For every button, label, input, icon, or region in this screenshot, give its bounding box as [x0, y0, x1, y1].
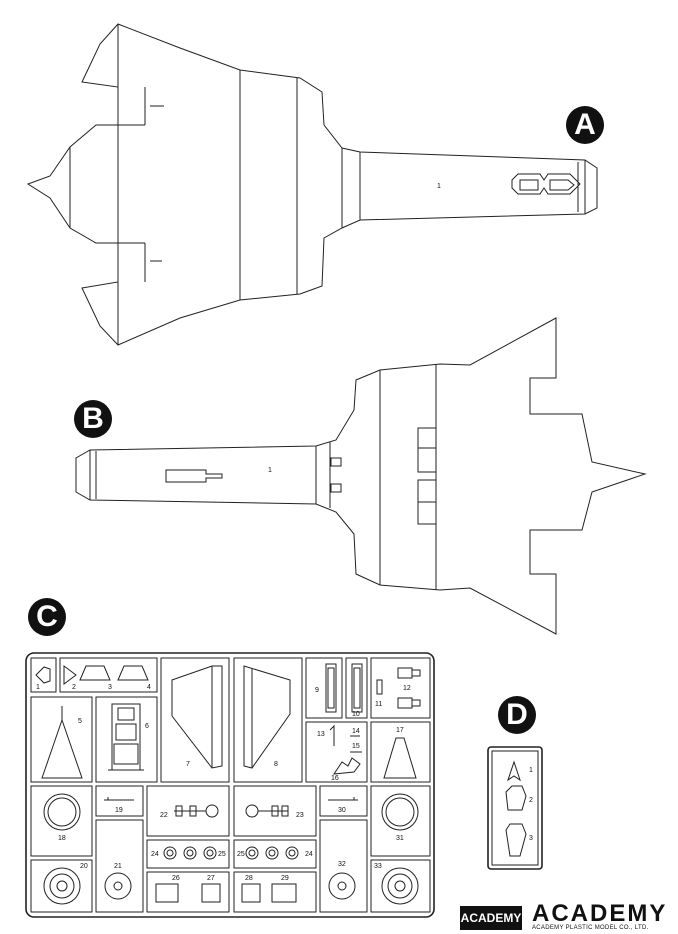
section-c-badge: C [28, 598, 66, 636]
section-b-badge: B [74, 400, 112, 438]
sprue-d-part-2: 2 [529, 797, 533, 804]
sprue-c-part-13: 13 [317, 731, 325, 738]
sprue-c-part-25b: 25 [237, 851, 245, 858]
section-a-badge: A [566, 106, 604, 144]
sprue-c-part-22: 22 [160, 812, 168, 819]
part-b-number: 1 [268, 467, 272, 474]
sprue-c-part-9: 9 [315, 687, 319, 694]
sprue-c-part-16: 16 [331, 775, 339, 782]
part-a-number: 1 [437, 183, 441, 190]
sprue-c-part-11: 11 [375, 701, 382, 708]
academy-company-name: ACADEMY PLASTIC MODEL CO., LTD. [532, 925, 649, 931]
sprue-c-part-24a: 24 [151, 851, 159, 858]
sprue-c-part-21: 21 [114, 863, 122, 870]
sprue-c-part-30: 30 [338, 807, 346, 814]
sprue-c-part-33: 33 [374, 863, 382, 870]
sprue-c-part-27: 27 [207, 875, 215, 882]
sprue-c-part-19: 19 [115, 807, 123, 814]
part-b-lower-fuselage: 1 [75, 317, 647, 635]
sprue-c-part-10: 10 [352, 711, 360, 718]
sprue-c-part-18: 18 [58, 835, 66, 842]
sprue-c-part-17: 17 [396, 727, 404, 734]
sprue-c-part-7: 7 [186, 761, 190, 768]
sprue-c-part-20: 20 [80, 863, 88, 870]
sprue-c-part-26: 26 [172, 875, 180, 882]
sprue-d-part-3: 3 [529, 835, 533, 842]
sprue-c-part-12: 12 [403, 685, 411, 692]
sprue-c-part-1: 1 [36, 684, 40, 691]
sprue-c-part-4: 4 [147, 684, 151, 691]
sprue-c-part-8: 8 [274, 761, 278, 768]
section-d-badge: D [498, 696, 536, 734]
sprue-c-part-2: 2 [72, 684, 76, 691]
sprue-c-part-28: 28 [245, 875, 253, 882]
sprue-c-part-5: 5 [78, 718, 82, 725]
sprue-c-part-32: 32 [338, 861, 346, 868]
academy-wordmark: ACADEMY [532, 900, 668, 927]
sprue-c-part-25a: 25 [218, 851, 226, 858]
academy-logo-box: ACADEMY [460, 906, 522, 930]
sprue-d-part-1: 1 [529, 767, 533, 774]
sprue-c-part-29: 29 [281, 875, 289, 882]
sprue-c-part-23: 23 [296, 812, 304, 819]
sprue-d-clear-parts: 1 2 3 [487, 746, 543, 870]
part-a-upper-fuselage: 1 [26, 23, 598, 346]
sprue-c-part-24b: 24 [305, 851, 313, 858]
sprue-c: 1 2 3 4 5 6 7 8 9 10 11 12 13 14 15 16 1… [25, 652, 435, 918]
sprue-c-part-31: 31 [396, 835, 404, 842]
sprue-c-part-14: 14 [352, 728, 360, 735]
sprue-c-part-15: 15 [352, 743, 360, 750]
sprue-c-part-3: 3 [108, 684, 112, 691]
sprue-c-part-6: 6 [145, 723, 149, 730]
